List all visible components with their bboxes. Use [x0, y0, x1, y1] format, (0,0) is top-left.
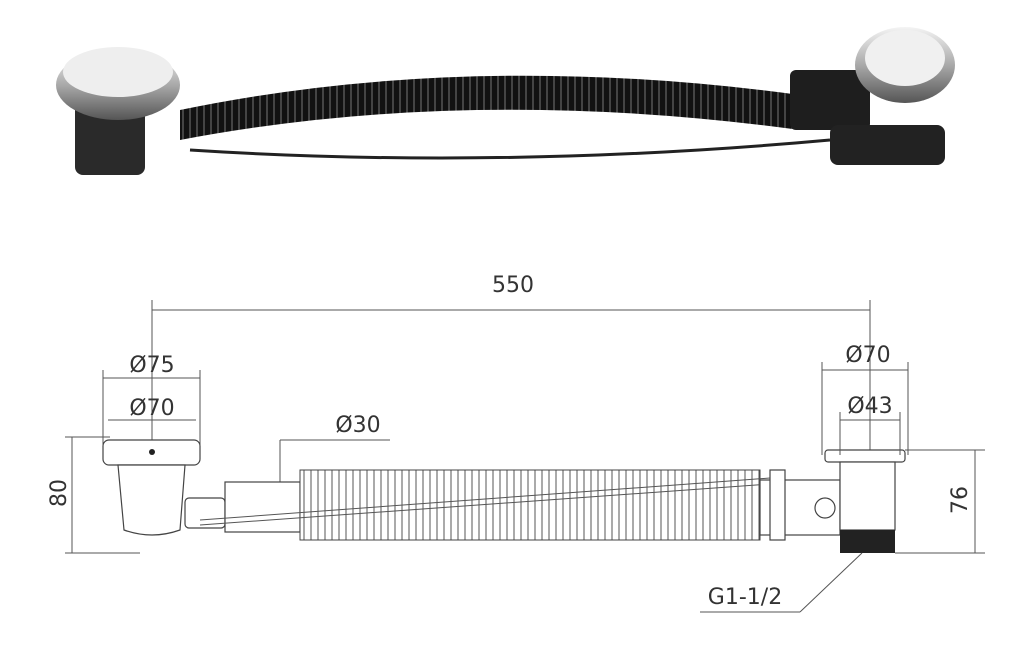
- right-inner-diameter-label: Ø43: [847, 394, 892, 419]
- left-body-outline: [117, 464, 186, 536]
- thread-size-label: G1-1/2: [708, 585, 782, 610]
- right-cap-outline: [824, 449, 906, 463]
- left-cap-highlight: [63, 47, 173, 97]
- cable: [189, 138, 831, 160]
- product-photo: [56, 27, 955, 175]
- overflow-fittings: [830, 125, 945, 165]
- hose-outline: [299, 469, 761, 541]
- length-label: 550: [492, 273, 534, 298]
- corrugated-hose: [180, 75, 800, 140]
- right-height-label: 76: [948, 486, 973, 514]
- right-body: [790, 70, 870, 130]
- right-outer-diameter-label: Ø70: [845, 343, 890, 368]
- thread-section: [840, 530, 895, 553]
- right-cap-highlight: [865, 30, 945, 86]
- right-body-outline: [839, 461, 896, 531]
- technical-drawing: 550 Ø75 Ø70 80 Ø30 Ø70 Ø43 76: [47, 273, 985, 613]
- hose-diameter-label: Ø30: [335, 413, 380, 438]
- left-inner-diameter-label: Ø70: [129, 396, 174, 421]
- left-height-label: 80: [47, 479, 72, 507]
- left-outer-diameter-label: Ø75: [129, 353, 174, 378]
